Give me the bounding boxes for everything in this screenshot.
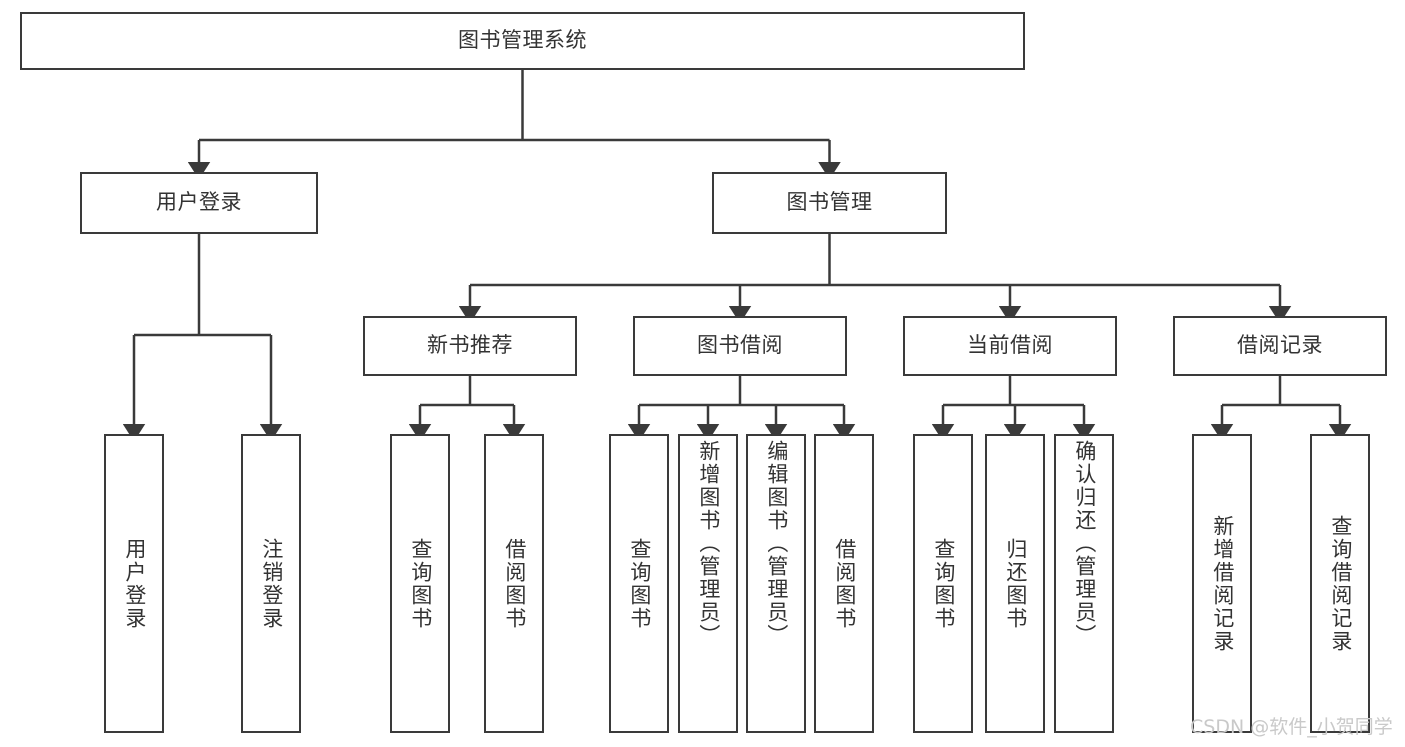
node-leaf-query-book-3[interactable]: 查询图书 [913, 434, 973, 733]
watermark-credit: CSDN @软件_小贺同学 [1190, 716, 1393, 738]
node-leaf-query-book-2[interactable]: 查询图书 [609, 434, 669, 733]
node-current-borrow[interactable]: 当前借阅 [903, 316, 1117, 376]
node-new-book-recommend[interactable]: 新书推荐 [363, 316, 577, 376]
node-leaf-query-book-3-label: 查询图书 [931, 537, 956, 630]
node-leaf-edit-book-admin-label: 编辑图书（管理员） [764, 440, 789, 647]
node-leaf-user-login-label: 用户登录 [122, 537, 147, 630]
node-leaf-logout-login-label: 注销登录 [259, 537, 284, 630]
node-book-manage-label: 图书管理 [786, 190, 873, 215]
node-root-label: 图书管理系统 [458, 28, 587, 53]
node-book-borrow[interactable]: 图书借阅 [633, 316, 847, 376]
node-user-login-label: 用户登录 [156, 190, 242, 215]
node-leaf-borrow-book-1-label: 借阅图书 [502, 537, 527, 630]
node-borrow-record[interactable]: 借阅记录 [1173, 316, 1387, 376]
node-leaf-user-login[interactable]: 用户登录 [104, 434, 164, 733]
node-leaf-add-borrow-record[interactable]: 新增借阅记录 [1192, 434, 1252, 733]
node-leaf-return-book[interactable]: 归还图书 [985, 434, 1045, 733]
node-leaf-borrow-book-1[interactable]: 借阅图书 [484, 434, 544, 733]
node-leaf-edit-book-admin[interactable]: 编辑图书（管理员） [746, 434, 806, 733]
node-leaf-query-book-1-label: 查询图书 [408, 537, 433, 630]
node-leaf-borrow-book-2-label: 借阅图书 [832, 537, 857, 630]
node-new-book-recommend-label: 新书推荐 [427, 333, 513, 358]
node-leaf-return-book-label: 归还图书 [1003, 537, 1028, 630]
node-leaf-confirm-return-admin[interactable]: 确认归还（管理员） [1054, 434, 1114, 733]
node-leaf-query-book-2-label: 查询图书 [627, 537, 652, 630]
node-book-borrow-label: 图书借阅 [697, 333, 783, 358]
node-leaf-add-book-admin[interactable]: 新增图书（管理员） [678, 434, 738, 733]
node-leaf-query-book-1[interactable]: 查询图书 [390, 434, 450, 733]
node-current-borrow-label: 当前借阅 [967, 333, 1053, 358]
node-leaf-query-borrow-record-label: 查询借阅记录 [1328, 514, 1353, 653]
node-leaf-add-borrow-record-label: 新增借阅记录 [1210, 514, 1235, 653]
node-leaf-add-book-admin-label: 新增图书（管理员） [696, 440, 721, 647]
node-leaf-borrow-book-2[interactable]: 借阅图书 [814, 434, 874, 733]
node-leaf-query-borrow-record[interactable]: 查询借阅记录 [1310, 434, 1370, 733]
node-leaf-logout-login[interactable]: 注销登录 [241, 434, 301, 733]
node-user-login[interactable]: 用户登录 [80, 172, 318, 234]
node-book-manage[interactable]: 图书管理 [712, 172, 947, 234]
node-borrow-record-label: 借阅记录 [1237, 333, 1323, 358]
node-root[interactable]: 图书管理系统 [20, 12, 1025, 70]
node-leaf-confirm-return-admin-label: 确认归还（管理员） [1072, 440, 1097, 647]
